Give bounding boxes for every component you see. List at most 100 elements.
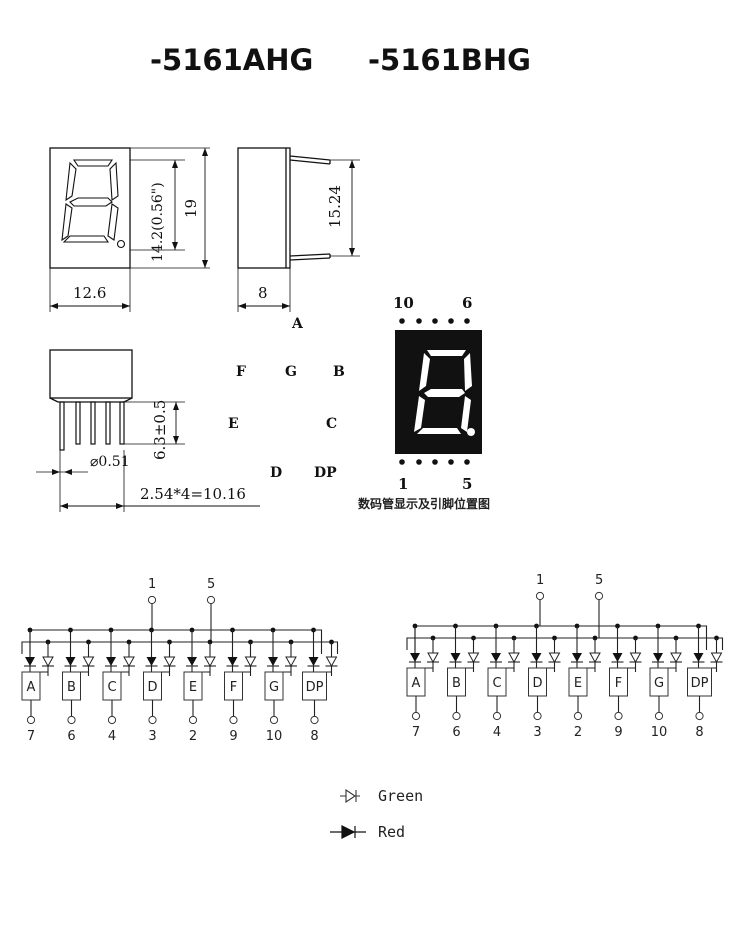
ahg-pin-label: 8: [310, 729, 318, 744]
green-led-icon: [163, 656, 176, 668]
pinout-digit-segments: [414, 350, 475, 436]
red-led-icon: [330, 825, 366, 839]
dim-pin-pitch: 2.54*4=10.16: [140, 485, 246, 503]
green-led-icon: [204, 656, 216, 668]
front-view: [49, 147, 210, 312]
bhg-segment-label: A: [412, 676, 421, 691]
dim-height-side: 15.24: [326, 185, 344, 228]
green-led-icon: [285, 656, 297, 668]
legend: Green Red: [330, 787, 423, 841]
pin-label-top-left: 10: [393, 294, 414, 312]
green-led-icon: [629, 652, 642, 664]
green-led-icon: [82, 656, 95, 668]
ahg-pin-label: 3: [148, 729, 156, 744]
bhg-pin-label: 9: [614, 725, 622, 740]
ahg-common-pin-terminal: [206, 595, 216, 605]
bhg-segment-label: E: [574, 676, 582, 691]
ahg-segment-label: D: [147, 680, 157, 695]
ahg-pin-label: 6: [67, 729, 75, 744]
ahg-pin-label: 9: [229, 729, 237, 744]
ahg-segment-label: DP: [306, 680, 324, 695]
dim-height-digit: 14.2(0.56"): [150, 182, 166, 262]
green-led-icon: [42, 656, 54, 668]
ahg-bus-green: [21, 641, 339, 654]
ahg-pin-terminal: [269, 715, 279, 725]
red-led-icon: [531, 653, 542, 662]
bhg-pin-label: 7: [412, 725, 420, 740]
red-led-icon: [572, 653, 582, 662]
green-led-icon: [123, 656, 135, 668]
ahg-pin-label: 4: [108, 729, 116, 744]
bhg-pin-label: 10: [651, 725, 668, 740]
red-led-icon: [65, 657, 76, 666]
red-led-icon: [25, 657, 35, 666]
green-led-icon: [710, 652, 723, 664]
pin-label-bottom-left: 1: [398, 475, 408, 493]
green-led-icon: [427, 652, 439, 664]
pin-label-top-right: 6: [462, 294, 472, 312]
dim-width-side: 8: [258, 284, 268, 302]
ahg-pin-terminal: [107, 715, 117, 725]
red-led-icon: [410, 653, 420, 662]
bhg-pin-label: 6: [452, 725, 460, 740]
red-led-icon: [106, 657, 116, 666]
ahg-pin-terminal: [26, 715, 36, 725]
dim-pin-length: 6.3±0.5: [151, 400, 169, 460]
bhg-pin-terminal: [695, 711, 704, 721]
bhg-segment-label: C: [492, 676, 501, 691]
red-led-icon: [308, 657, 319, 666]
dim-height-total: 19: [182, 199, 200, 218]
ahg-segment-label: E: [189, 680, 197, 695]
bhg-pin-terminal: [614, 711, 623, 721]
bhg-segment-label: B: [452, 676, 461, 691]
dim-width-front: 12.6: [73, 284, 106, 302]
red-led-icon: [612, 653, 623, 662]
green-led-icon: [508, 652, 520, 664]
ahg-pin-terminal: [229, 715, 238, 725]
ahg-segment-label: C: [107, 680, 116, 695]
ahg-segment-box: [302, 671, 327, 701]
bhg-segment-label: DP: [691, 676, 709, 691]
red-led-icon: [450, 653, 461, 662]
pin-view: [36, 349, 260, 512]
legend-green: Green: [378, 787, 423, 805]
green-led-icon: [340, 788, 360, 804]
red-led-icon: [693, 653, 704, 662]
pinout-caption: 数码管显示及引脚位置图: [358, 496, 490, 511]
ahg-common-pin-terminal: [147, 595, 157, 605]
bhg-segment-box: [687, 667, 712, 697]
bhg-pin-terminal: [492, 711, 502, 721]
bhg-pin-terminal: [452, 711, 461, 721]
bhg-segment-label: F: [615, 676, 622, 691]
red-led-icon: [187, 657, 197, 666]
ahg-segment-label: G: [269, 680, 279, 695]
bhg-pin-terminal: [654, 711, 664, 721]
ahg-common-pin-label: 1: [148, 577, 156, 592]
dim-pin-dia: ⌀0.51: [90, 454, 130, 470]
green-led-icon: [244, 656, 257, 668]
green-led-icon: [467, 652, 480, 664]
bhg-segment-label: D: [532, 676, 542, 691]
red-led-icon: [268, 657, 278, 666]
ahg-pin-terminal: [148, 715, 157, 725]
ahg-pin-terminal: [67, 715, 76, 725]
seg-label-a: A: [291, 316, 304, 332]
bhg-common-pin-label: 5: [595, 573, 603, 588]
bhg-common-pin-label: 1: [536, 573, 544, 588]
ahg-pin-terminal: [310, 715, 319, 725]
seg-label-dp: DP: [314, 465, 337, 481]
bhg-bus-green: [406, 637, 724, 650]
ahg-pin-terminal: [188, 715, 198, 725]
bhg-pin-label: 2: [574, 725, 582, 740]
green-led-icon: [670, 652, 682, 664]
bhg-pin-label: 8: [695, 725, 703, 740]
seg-label-b: B: [333, 364, 345, 380]
ahg-common-pin-label: 5: [207, 577, 215, 592]
red-led-icon: [491, 653, 501, 662]
legend-red: Red: [378, 823, 405, 841]
bhg-segment-label: G: [654, 676, 664, 691]
bhg-common-pin-terminal: [594, 591, 604, 601]
ahg-pin-label: 2: [189, 729, 197, 744]
